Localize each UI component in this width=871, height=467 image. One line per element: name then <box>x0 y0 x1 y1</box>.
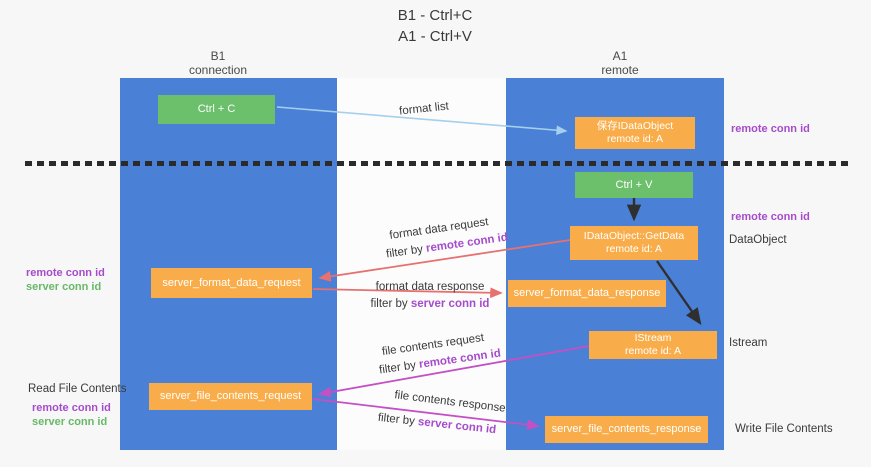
title-line-b1: B1 - Ctrl+C <box>397 7 473 24</box>
server-conn-id-key: server conn id <box>410 298 490 310</box>
getdata-node: IDataObject::GetData remote id: A <box>570 226 698 260</box>
istream-line2: remote id: A <box>624 345 682 357</box>
remote-conn-id-annotation-left-bottom: remote conn id <box>32 402 111 414</box>
remote-conn-id-annotation-left-top: remote conn id <box>26 267 105 279</box>
istream-line1: IStream <box>634 332 672 344</box>
lifeline-b1-name: B1 <box>210 49 226 63</box>
lifeline-a1-name: A1 <box>612 49 628 63</box>
file-contents-response-arrow <box>312 398 540 431</box>
write-file-contents-annotation: Write File Contents <box>735 423 833 435</box>
machine-boundary-dashed-line <box>25 161 851 166</box>
save-dataobject-node: 保存IDataObject remote id: A <box>575 117 695 149</box>
lifeline-b1-role: connection <box>188 63 248 77</box>
getdata-to-istream-arrow <box>656 260 702 325</box>
server-format-data-response-node: server_format_data_response <box>508 280 666 307</box>
server-format-data-request-label: server_format_data_request <box>162 276 301 289</box>
remote-conn-id-annotation-top: remote conn id <box>731 123 810 135</box>
istream-node: IStream remote id: A <box>589 331 717 359</box>
middle-canvas-strip <box>337 78 506 450</box>
format-data-response-label: format data response <box>375 281 485 293</box>
lifeline-header-a1: A1 remote <box>560 49 680 77</box>
ctrl-c-node: Ctrl + C <box>158 95 275 124</box>
getdata-line1: IDataObject::GetData <box>583 230 685 242</box>
server-file-contents-response-node: server_file_contents_response <box>545 416 708 443</box>
istream-annotation: Istream <box>729 337 768 349</box>
server-format-data-request-node: server_format_data_request <box>151 268 312 298</box>
ctrl-v-node: Ctrl + V <box>575 172 693 198</box>
getdata-line2: remote id: A <box>605 243 663 255</box>
server-conn-id-annotation-left-top: server conn id <box>26 281 102 293</box>
server-format-data-response-label: server_format_data_response <box>513 287 661 299</box>
lifeline-a1-role: remote <box>601 63 639 77</box>
title-line-a1: A1 - Ctrl+V <box>398 28 472 45</box>
server-file-contents-request-node: server_file_contents_request <box>149 383 312 410</box>
format-data-response-filter: filter by server conn id <box>371 298 490 310</box>
save-dataobject-line2: remote id: A <box>606 133 664 145</box>
save-dataobject-line1: 保存IDataObject <box>596 120 674 132</box>
file-contents-request-arrow <box>318 345 590 398</box>
format-list-arrow <box>276 106 568 135</box>
ctrl-c-label: Ctrl + C <box>197 103 236 115</box>
filter-by-text: filter by <box>370 298 411 310</box>
dataobject-annotation: DataObject <box>729 234 787 246</box>
format-data-request-arrow <box>318 239 571 282</box>
ctrl-v-label: Ctrl + V <box>615 178 653 191</box>
lifeline-header-b1: B1 connection <box>158 49 278 77</box>
server-conn-id-annotation-left-bottom: server conn id <box>32 416 108 428</box>
format-data-response-arrow <box>312 287 503 299</box>
server-file-contents-response-label: server_file_contents_response <box>551 423 702 435</box>
remote-conn-id-annotation-mid: remote conn id <box>731 211 810 223</box>
server-file-contents-request-label: server_file_contents_request <box>159 390 302 402</box>
diagram-title: B1 - Ctrl+C A1 - Ctrl+V <box>330 5 540 47</box>
read-file-contents-annotation: Read File Contents <box>28 383 127 395</box>
